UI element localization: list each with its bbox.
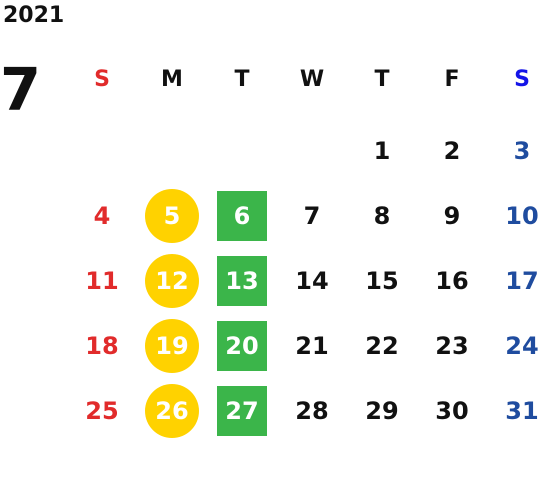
day-number: 24 xyxy=(505,332,539,360)
empty-day-cell xyxy=(217,126,267,176)
year-label: 2021 xyxy=(3,3,65,28)
day-number: 3 xyxy=(513,137,531,165)
green-square-day-number: 20 xyxy=(217,321,267,371)
weekday-header-tuesday: T xyxy=(234,67,250,92)
day-number: 25 xyxy=(85,397,119,425)
weekday-header-sunday: S xyxy=(94,67,110,92)
day-number: 30 xyxy=(435,397,469,425)
day-number: 21 xyxy=(295,332,329,360)
weekday-header-saturday: S xyxy=(514,67,530,92)
day-number: 18 xyxy=(85,332,119,360)
day-cell-18[interactable]: 18 xyxy=(77,321,127,371)
empty-day-cell xyxy=(147,126,197,176)
weekday-header-thursday: T xyxy=(374,67,390,92)
day-cell-22[interactable]: 22 xyxy=(357,321,407,371)
green-square-day-number: 6 xyxy=(217,191,267,241)
day-number: 17 xyxy=(505,267,539,295)
day-cell-29[interactable]: 29 xyxy=(357,386,407,436)
day-number: 10 xyxy=(505,202,539,230)
day-number: 28 xyxy=(295,397,329,425)
day-cell-10[interactable]: 10 xyxy=(497,191,547,241)
month-number: 7 xyxy=(0,55,42,124)
day-cell-25[interactable]: 25 xyxy=(77,386,127,436)
day-cell-16[interactable]: 16 xyxy=(427,256,477,306)
day-cell-15[interactable]: 15 xyxy=(357,256,407,306)
green-square-day-number: 13 xyxy=(217,256,267,306)
day-cell-12[interactable]: 12 xyxy=(145,254,199,308)
weekday-header-wednesday: W xyxy=(299,67,325,92)
day-cell-2[interactable]: 2 xyxy=(427,126,477,176)
day-cell-21[interactable]: 21 xyxy=(287,321,337,371)
day-cell-3[interactable]: 3 xyxy=(497,126,547,176)
yellow-circle-day-number: 19 xyxy=(145,319,199,373)
day-cell-1[interactable]: 1 xyxy=(357,126,407,176)
yellow-circle-day-number: 5 xyxy=(145,189,199,243)
green-square-day-number: 27 xyxy=(217,386,267,436)
day-number: 22 xyxy=(365,332,399,360)
day-cell-30[interactable]: 30 xyxy=(427,386,477,436)
day-cell-7[interactable]: 7 xyxy=(287,191,337,241)
empty-day-cell xyxy=(287,126,337,176)
day-number: 23 xyxy=(435,332,469,360)
day-number: 29 xyxy=(365,397,399,425)
day-cell-14[interactable]: 14 xyxy=(287,256,337,306)
day-cell-5[interactable]: 5 xyxy=(145,189,199,243)
weekday-header-monday: M xyxy=(161,67,183,92)
day-cell-20[interactable]: 20 xyxy=(217,321,267,371)
day-number: 14 xyxy=(295,267,329,295)
day-number: 1 xyxy=(373,137,391,165)
day-number: 16 xyxy=(435,267,469,295)
day-cell-27[interactable]: 27 xyxy=(217,386,267,436)
day-cell-4[interactable]: 4 xyxy=(77,191,127,241)
day-number: 11 xyxy=(85,267,119,295)
day-cell-26[interactable]: 26 xyxy=(145,384,199,438)
day-cell-31[interactable]: 31 xyxy=(497,386,547,436)
day-number: 7 xyxy=(303,202,321,230)
day-cell-23[interactable]: 23 xyxy=(427,321,477,371)
day-number: 4 xyxy=(93,202,111,230)
day-number: 2 xyxy=(443,137,461,165)
yellow-circle-day-number: 26 xyxy=(145,384,199,438)
day-cell-19[interactable]: 19 xyxy=(145,319,199,373)
day-number: 8 xyxy=(373,202,391,230)
day-number: 15 xyxy=(365,267,399,295)
day-cell-6[interactable]: 6 xyxy=(217,191,267,241)
empty-day-cell xyxy=(77,126,127,176)
day-cell-17[interactable]: 17 xyxy=(497,256,547,306)
yellow-circle-day-number: 12 xyxy=(145,254,199,308)
weekday-header-friday: F xyxy=(444,67,460,92)
day-cell-24[interactable]: 24 xyxy=(497,321,547,371)
day-number: 31 xyxy=(505,397,539,425)
day-cell-13[interactable]: 13 xyxy=(217,256,267,306)
day-number: 9 xyxy=(443,202,461,230)
day-cell-11[interactable]: 11 xyxy=(77,256,127,306)
day-cell-28[interactable]: 28 xyxy=(287,386,337,436)
day-cell-8[interactable]: 8 xyxy=(357,191,407,241)
day-cell-9[interactable]: 9 xyxy=(427,191,477,241)
